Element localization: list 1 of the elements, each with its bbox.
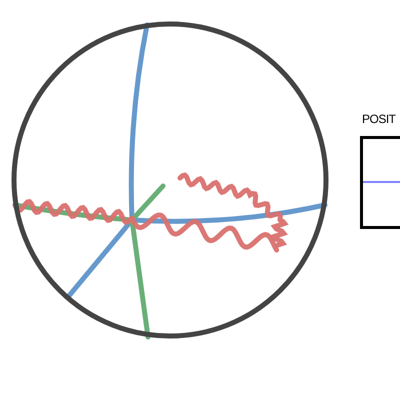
panel-heading: POSIT	[362, 112, 396, 126]
